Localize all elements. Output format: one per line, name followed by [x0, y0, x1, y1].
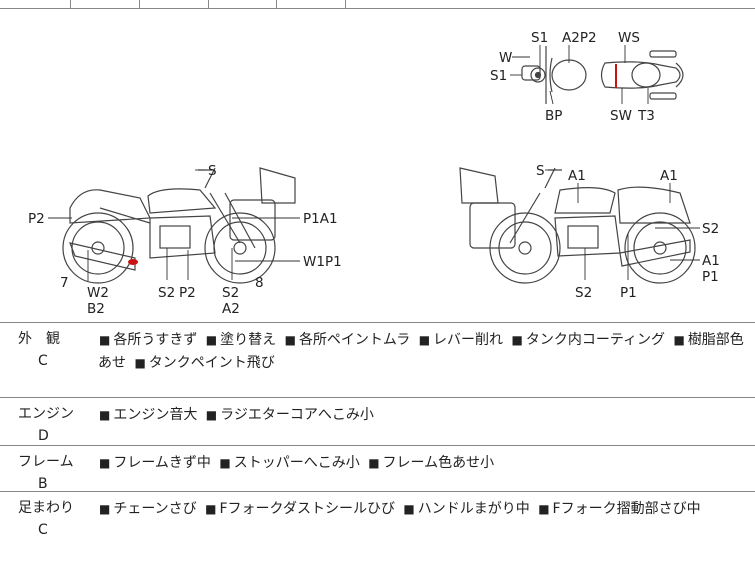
square-bullet-icon: ■	[673, 333, 685, 347]
label-right-a1b: A1	[660, 168, 678, 184]
row-category: エンジン	[18, 406, 74, 422]
square-bullet-icon: ■	[418, 333, 431, 347]
row-item: 各所うすきず	[113, 332, 198, 348]
label-top-w: W	[499, 50, 512, 66]
label-left-b2: B2	[87, 301, 105, 317]
row-header: 足まわり C	[0, 492, 88, 561]
row-item: チェーンさび	[113, 501, 197, 517]
label-left-p2b: P2	[179, 285, 196, 301]
square-bullet-icon: ■	[205, 502, 217, 516]
top-table-strip	[0, 0, 755, 9]
square-bullet-icon: ■	[219, 456, 231, 470]
diagram-label-group: S1 A2P2 WS W S1 BP SW T3 S P2 P1A1 W1P1 …	[28, 30, 720, 317]
row-category: フレーム	[18, 454, 74, 470]
condition-row-engine: エンジン D ■エンジン音大 ■ラジエターコアへこみ小	[0, 398, 755, 446]
square-bullet-icon: ■	[99, 408, 111, 422]
row-category: 外 観	[18, 331, 60, 347]
left-view-bike	[62, 167, 296, 284]
label-left-s: S	[208, 163, 217, 179]
leader-lines	[48, 45, 700, 281]
label-left-w2: W2	[87, 285, 109, 301]
square-bullet-icon: ■	[205, 333, 218, 347]
label-left-s2b: S2	[222, 285, 239, 301]
top-view-bike	[521, 46, 684, 104]
row-grade: C	[38, 353, 48, 369]
condition-row-exterior: 外 観 C ■各所うすきず ■塗り替え ■各所ペイントムラ ■レバー削れ ■タン…	[0, 323, 755, 398]
label-left-7: 7	[60, 275, 69, 291]
square-bullet-icon: ■	[403, 502, 415, 516]
label-left-8: 8	[255, 275, 264, 291]
label-top-a2p2: A2P2	[562, 30, 597, 46]
label-top-s1b: S1	[490, 68, 507, 84]
square-bullet-icon: ■	[99, 456, 111, 470]
label-right-a1: A1	[568, 168, 586, 184]
square-bullet-icon: ■	[511, 333, 523, 347]
label-right-p1b: P1	[620, 285, 637, 301]
row-item: フレーム色あせ小	[382, 455, 495, 471]
row-item: Fフォークダストシールひび	[219, 501, 395, 517]
label-top-t3: T3	[637, 108, 655, 124]
row-item: タンクペイント飛び	[148, 355, 275, 371]
square-bullet-icon: ■	[134, 356, 146, 370]
square-bullet-icon: ■	[368, 456, 380, 470]
label-right-a1c: A1	[702, 253, 720, 269]
label-top-ws: WS	[618, 30, 640, 46]
row-item: 塗り替え	[220, 332, 277, 348]
row-item: ラジエターコアへこみ小	[220, 407, 374, 423]
label-top-bp: BP	[545, 108, 562, 124]
square-bullet-icon: ■	[99, 333, 111, 347]
square-bullet-icon: ■	[284, 333, 296, 347]
label-left-p1a1: P1A1	[303, 211, 338, 227]
row-items: ■エンジン音大 ■ラジエターコアへこみ小	[98, 404, 748, 427]
row-item: タンク内コーティング	[525, 332, 666, 348]
row-items: ■各所うすきず ■塗り替え ■各所ペイントムラ ■レバー削れ ■タンク内コーティ…	[98, 329, 748, 375]
row-item: Fフォーク摺動部さび中	[552, 501, 701, 517]
condition-row-frame: フレーム B ■フレームきず中 ■ストッパーへこみ小 ■フレーム色あせ小	[0, 446, 755, 492]
row-item: 樹脂部色あせ	[98, 332, 744, 371]
square-bullet-icon: ■	[538, 502, 550, 516]
label-right-p1: P1	[702, 269, 719, 285]
row-items: ■フレームきず中 ■ストッパーへこみ小 ■フレーム色あせ小	[98, 452, 748, 475]
row-header: エンジン D	[0, 398, 88, 445]
label-right-s: S	[536, 163, 545, 179]
label-right-s2b: S2	[575, 285, 592, 301]
row-grade: C	[38, 522, 48, 538]
row-item: エンジン音大	[113, 407, 198, 423]
right-view-bike	[459, 167, 696, 284]
label-top-s1: S1	[531, 30, 548, 46]
row-item: レバー削れ	[433, 332, 504, 348]
row-header: 外 観 C	[0, 323, 88, 397]
label-left-w1p1: W1P1	[303, 254, 342, 270]
row-item: フレームきず中	[113, 455, 211, 471]
row-header: フレーム B	[0, 446, 88, 492]
label-right-s2: S2	[702, 221, 719, 237]
row-item: 各所ペイントムラ	[298, 332, 411, 348]
row-item: ストッパーへこみ小	[233, 455, 360, 471]
square-bullet-icon: ■	[205, 408, 218, 422]
row-grade: D	[38, 428, 49, 444]
row-category: 足まわり	[18, 500, 74, 516]
label-left-p2: P2	[28, 211, 45, 227]
motorcycle-damage-diagram: S1 A2P2 WS W S1 BP SW T3 S P2 P1A1 W1P1 …	[0, 8, 755, 323]
row-item: ハンドルまがり中	[417, 501, 530, 517]
label-left-a2: A2	[222, 301, 240, 317]
label-left-s2: S2	[158, 285, 175, 301]
square-bullet-icon: ■	[99, 502, 111, 516]
diagram-svg: S1 A2P2 WS W S1 BP SW T3 S P2 P1A1 W1P1 …	[28, 30, 720, 317]
row-items: ■チェーンさび ■Fフォークダストシールひび ■ハンドルまがり中 ■Fフォーク摺…	[98, 498, 748, 521]
condition-row-suspension: 足まわり C ■チェーンさび ■Fフォークダストシールひび ■ハンドルまがり中 …	[0, 492, 755, 561]
label-top-sw: SW	[610, 108, 632, 124]
row-grade: B	[38, 476, 48, 492]
